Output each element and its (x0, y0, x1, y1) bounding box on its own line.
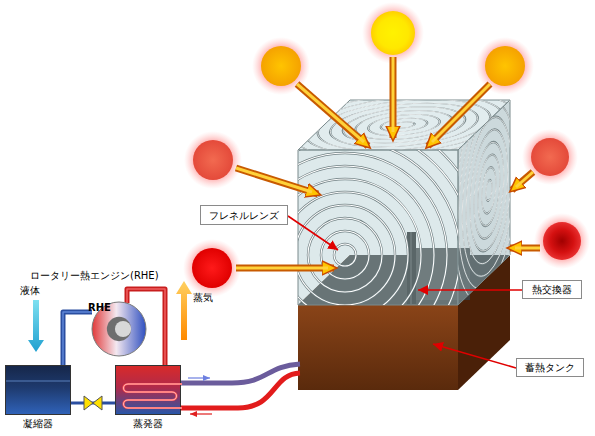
sun-ray (236, 57, 540, 268)
vapor-arrow (176, 281, 192, 340)
sun (183, 2, 590, 297)
heat-pipe (181, 364, 300, 414)
heat-coil (116, 366, 182, 416)
callout-box: フレネルレンズ (200, 205, 288, 225)
node-text: フレネルレンズ (209, 210, 279, 221)
pipe-connector (71, 403, 115, 404)
callout-box: 蓄熱タンク (516, 358, 584, 377)
annotation-label: 液体 (20, 285, 40, 296)
condenser-vessel (5, 365, 71, 415)
condenser: 凝縮器 (5, 365, 71, 435)
node-text: RHE (88, 302, 111, 313)
node-text: 凝縮器 (23, 418, 53, 429)
callout-box: 熱交換器 (522, 280, 582, 299)
pipe-connector (63, 312, 92, 365)
leader-arrow (288, 216, 522, 368)
vessel-caption: 凝縮器 (5, 418, 71, 429)
rotary-engine: RHE (86, 298, 148, 356)
annotation-label: 蒸気 (193, 292, 213, 303)
node-text: 蒸発器 (133, 418, 163, 429)
node-text: 熱交換器 (532, 284, 572, 295)
storage-tank (298, 255, 510, 390)
annotation-label: ロータリー熱エンジン(RHE) (30, 270, 159, 281)
cube-interior (298, 232, 510, 305)
valve-symbol (84, 396, 102, 410)
vessel-caption: 蒸発器 (115, 418, 181, 429)
liquid-arrow (28, 300, 44, 352)
evaporator: 蒸発器 (115, 365, 181, 435)
liquid-surface (6, 380, 70, 382)
evaporator-vessel (115, 365, 181, 415)
node-text: 蓄熱タンク (525, 362, 575, 373)
